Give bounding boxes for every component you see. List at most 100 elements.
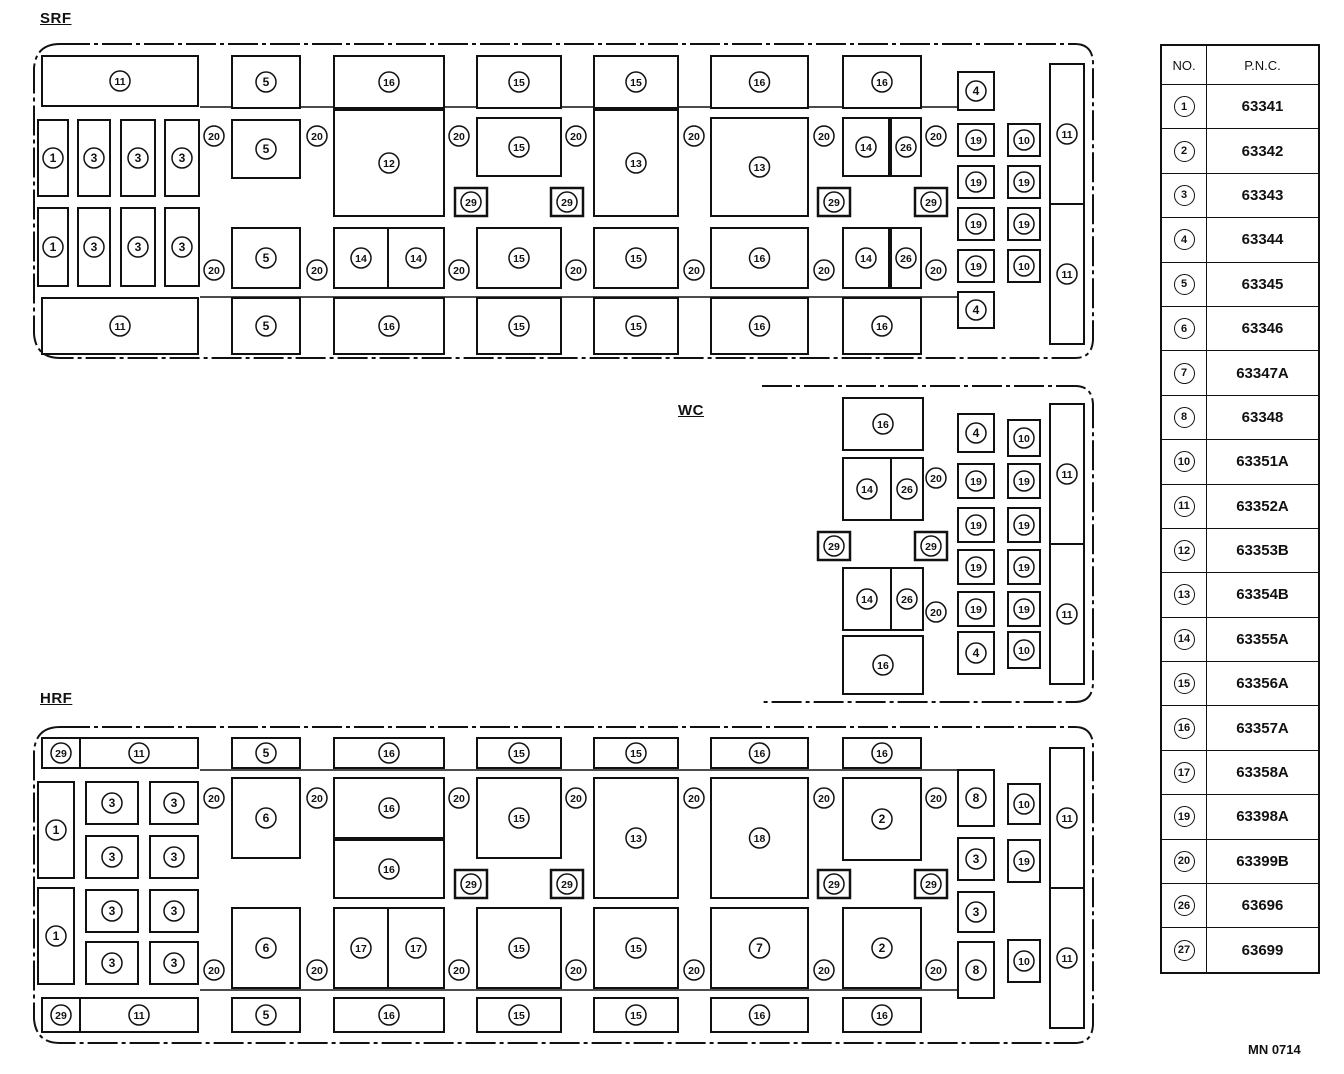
number-circle xyxy=(203,959,225,981)
number-circle xyxy=(378,797,400,819)
hrf-part-marker: 15 xyxy=(508,1004,530,1026)
srf-part-marker: 13 xyxy=(748,156,771,178)
number-circle xyxy=(83,236,105,258)
hrf-part-marker: 15 xyxy=(625,937,647,959)
part-number: 3 xyxy=(109,850,116,864)
number-circle xyxy=(855,136,877,158)
pnc-code: 63341 xyxy=(1241,98,1284,116)
part-number: 6 xyxy=(263,811,270,825)
part-number: 5 xyxy=(263,142,270,156)
hrf-panel-16 xyxy=(333,777,445,839)
part-number: 6 xyxy=(263,941,270,955)
part-number: 20 xyxy=(453,965,465,977)
pnc-code: 63699 xyxy=(1241,941,1284,959)
pnc-code: 63357A xyxy=(1236,719,1289,737)
hrf-panel-15 xyxy=(476,777,562,859)
part-number: 20 xyxy=(688,793,700,805)
hrf-part-marker: 3 xyxy=(101,952,123,974)
pnc-code: 63358A xyxy=(1236,764,1289,782)
part-number: 16 xyxy=(383,321,395,333)
pnc-code: 63352A xyxy=(1236,497,1289,515)
srf-part-marker: 20 xyxy=(813,259,835,281)
hrf-part-marker: 3 xyxy=(163,792,185,814)
number-circle xyxy=(965,299,987,321)
wc-part-marker: 19 xyxy=(1013,598,1035,620)
hrf-panel-6 xyxy=(231,777,301,859)
srf-panel-16 xyxy=(842,297,922,355)
hrf-panel-3 xyxy=(85,889,139,933)
part-number: 11 xyxy=(133,1010,144,1022)
part-number: 3 xyxy=(973,852,980,866)
part-number: 3 xyxy=(171,904,178,918)
hrf-panel-2 xyxy=(842,777,922,861)
srf-part-marker: 20 xyxy=(203,125,225,147)
part-number: 14 xyxy=(861,484,873,496)
part-number: 29 xyxy=(925,879,937,891)
number-circle xyxy=(448,259,470,281)
number-circle xyxy=(1013,598,1035,620)
number-circle xyxy=(460,191,482,213)
hrf-part-marker: 3 xyxy=(101,900,123,922)
hrf-panel-15 xyxy=(593,907,679,989)
hrf-panel-3 xyxy=(85,781,139,825)
srf-part-marker: 26 xyxy=(895,247,917,269)
part-number: 20 xyxy=(930,131,942,143)
srf-part-marker: 12 xyxy=(378,152,400,174)
part-number: 16 xyxy=(383,1010,395,1022)
part-number: 10 xyxy=(1018,956,1030,968)
pnc-code: 63342 xyxy=(1241,142,1284,160)
part-number: 15 xyxy=(513,943,525,955)
table-header: NO. P.N.C. xyxy=(1162,46,1318,84)
part-number: 19 xyxy=(970,177,982,189)
srf-part-marker: 19 xyxy=(1013,213,1035,235)
part-number: 29 xyxy=(55,748,67,760)
hrf-part-marker: 29 xyxy=(823,873,845,895)
srf-part-marker: 20 xyxy=(683,259,705,281)
srf-panel-15 xyxy=(476,55,562,109)
part-number: 20 xyxy=(930,965,942,977)
part-number: 19 xyxy=(970,219,982,231)
number-circle xyxy=(1013,213,1035,235)
number-circle xyxy=(42,236,64,258)
number-circle xyxy=(965,598,987,620)
number-circle xyxy=(871,315,893,337)
number-circle xyxy=(1013,427,1035,449)
part-number: 5 xyxy=(263,746,270,760)
hrf-panel-13 xyxy=(593,777,679,899)
part-number: 15 xyxy=(630,321,642,333)
part-number: 1 xyxy=(53,823,60,837)
part-number: 6 xyxy=(1173,318,1195,340)
hrf-part-marker: 16 xyxy=(378,742,400,764)
part-number: 19 xyxy=(1018,604,1030,616)
hrf-part-marker: 20 xyxy=(448,959,470,981)
part-number: 2 xyxy=(879,812,886,826)
srf-part-marker: 14 xyxy=(855,247,877,269)
number-circle xyxy=(556,873,578,895)
pnc-code: 63351A xyxy=(1236,453,1289,471)
wc-panel-19 xyxy=(957,507,995,543)
part-number: 20 xyxy=(930,607,942,619)
number-circle xyxy=(508,1004,530,1026)
part-number: 16 xyxy=(876,77,888,89)
part-number: 20 xyxy=(311,131,323,143)
part-number: 20 xyxy=(453,131,465,143)
wc-part-marker: 4 xyxy=(965,642,987,664)
part-number: 15 xyxy=(513,748,525,760)
part-number: 20 xyxy=(208,265,220,277)
wc-part-marker: 14 xyxy=(856,588,878,610)
header-no: NO. xyxy=(1162,46,1207,84)
part-number: 29 xyxy=(465,879,477,891)
srf-panel-11 xyxy=(1049,203,1085,345)
number-circle xyxy=(896,478,918,500)
number-circle xyxy=(255,71,277,93)
srf-part-marker: 20 xyxy=(565,125,587,147)
number-circle xyxy=(1013,514,1035,536)
srf-part-marker: 3 xyxy=(83,147,105,169)
pnc-code: 63345 xyxy=(1241,275,1284,293)
number-circle xyxy=(565,787,587,809)
srf-panel-12 xyxy=(333,109,445,217)
wc-part-marker: 19 xyxy=(965,514,987,536)
hrf-part-marker: 10 xyxy=(1013,793,1035,815)
